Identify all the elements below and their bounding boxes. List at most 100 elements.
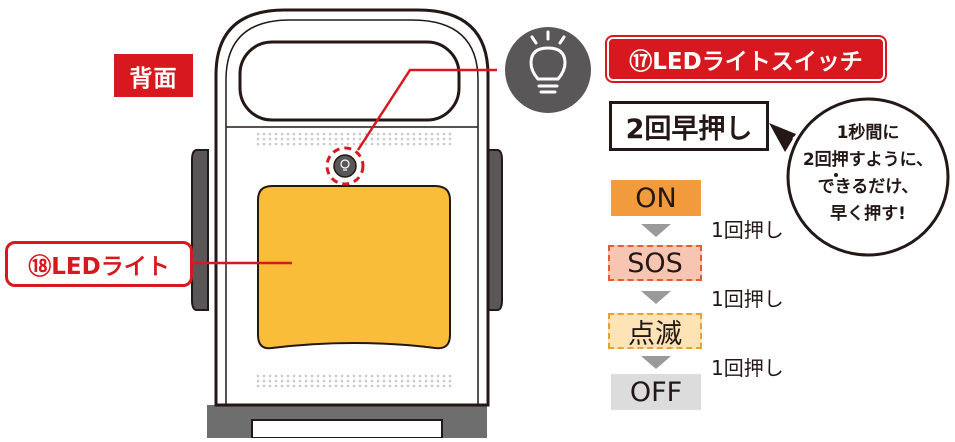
mode-tenmetsu: 点滅 <box>608 313 702 349</box>
speaker-hole <box>401 138 404 141</box>
speaker-hole <box>413 133 416 136</box>
speaker-hole <box>377 385 380 388</box>
speaker-hole <box>419 385 422 388</box>
speaker-hole <box>287 143 290 146</box>
speaker-hole <box>335 375 338 378</box>
speaker-hole <box>287 138 290 141</box>
speaker-hole <box>437 133 440 136</box>
led-light-label: ⑱LEDライト <box>5 241 193 287</box>
speaker-hole <box>347 375 350 378</box>
speaker-hole <box>311 133 314 136</box>
speaker-hole <box>263 375 266 378</box>
speaker-hole <box>419 375 422 378</box>
switch-label: ⑰LEDライトスイッチ <box>607 37 885 81</box>
speaker-hole <box>329 138 332 141</box>
bubble-line: 2回押すように、 <box>788 147 948 174</box>
speaker-hole <box>299 133 302 136</box>
speaker-hole <box>443 385 446 388</box>
speaker-hole <box>401 133 404 136</box>
speaker-hole <box>425 375 428 378</box>
speaker-hole <box>317 385 320 388</box>
speaker-hole <box>377 143 380 146</box>
speaker-hole <box>269 133 272 136</box>
speaker-hole <box>287 375 290 378</box>
speaker-hole <box>383 380 386 383</box>
speaker-hole <box>263 380 266 383</box>
speaker-hole <box>317 143 320 146</box>
mode-sos: SOS <box>608 245 702 281</box>
speaker-hole <box>293 385 296 388</box>
speaker-hole <box>431 133 434 136</box>
speaker-hole <box>269 385 272 388</box>
speaker-hole <box>299 380 302 383</box>
speaker-hole <box>413 375 416 378</box>
speaker-hole <box>419 138 422 141</box>
speaker-hole <box>431 375 434 378</box>
speaker-hole <box>383 375 386 378</box>
speaker-hole <box>413 143 416 146</box>
speaker-hole <box>269 138 272 141</box>
speaker-hole <box>377 138 380 141</box>
speaker-hole <box>395 385 398 388</box>
speaker-hole <box>293 138 296 141</box>
speaker-hole <box>371 375 374 378</box>
speaker-hole <box>377 375 380 378</box>
speaker-hole <box>305 133 308 136</box>
speaker-hole <box>401 143 404 146</box>
speaker-hole <box>395 375 398 378</box>
speaker-hole <box>365 385 368 388</box>
speaker-hole <box>437 143 440 146</box>
speaker-hole <box>329 143 332 146</box>
speaker-hole <box>341 138 344 141</box>
speaker-hole <box>281 380 284 383</box>
speaker-hole <box>335 133 338 136</box>
speaker-hole <box>293 380 296 383</box>
triangle-down-icon <box>641 224 671 237</box>
double-press-label: 2回早押し <box>609 101 769 151</box>
speaker-hole <box>431 380 434 383</box>
speaker-hole <box>323 375 326 378</box>
speaker-hole <box>341 375 344 378</box>
back-label: 背面 <box>114 54 193 97</box>
speaker-hole <box>293 133 296 136</box>
speaker-hole <box>401 385 404 388</box>
speaker-hole <box>365 143 368 146</box>
speaker-hole <box>269 143 272 146</box>
speaker-hole <box>353 380 356 383</box>
speaker-hole <box>347 138 350 141</box>
speaker-hole <box>329 385 332 388</box>
speaker-hole <box>389 380 392 383</box>
speaker-hole <box>383 138 386 141</box>
press-once-label: 1回押し <box>711 283 784 312</box>
speaker-hole <box>371 143 374 146</box>
device-side-left <box>192 150 208 310</box>
speaker-hole <box>281 138 284 141</box>
speaker-hole <box>449 380 452 383</box>
speaker-hole <box>293 143 296 146</box>
handle-opening <box>240 42 459 120</box>
press-once-label: 1回押し <box>711 214 784 243</box>
speaker-hole <box>395 143 398 146</box>
speaker-hole <box>269 380 272 383</box>
speaker-hole <box>419 133 422 136</box>
speaker-hole <box>353 138 356 141</box>
speaker-hole <box>257 385 260 388</box>
speaker-hole <box>371 138 374 141</box>
speaker-hole <box>443 143 446 146</box>
speaker-hole <box>275 133 278 136</box>
speaker-hole <box>287 133 290 136</box>
speech-bubble-text: 1秒間に 2回押すように、 できるだけ、 早く押す! <box>788 120 948 240</box>
speaker-hole <box>383 385 386 388</box>
speaker-hole <box>359 380 362 383</box>
speaker-hole <box>257 138 260 141</box>
speaker-hole <box>341 385 344 388</box>
speaker-hole <box>365 380 368 383</box>
speaker-hole <box>395 138 398 141</box>
speaker-hole <box>305 380 308 383</box>
speaker-hole <box>257 143 260 146</box>
device-switch-button[interactable] <box>334 155 356 177</box>
speaker-hole <box>395 133 398 136</box>
speaker-hole <box>275 385 278 388</box>
bubble-line: 1秒間に <box>788 120 948 147</box>
